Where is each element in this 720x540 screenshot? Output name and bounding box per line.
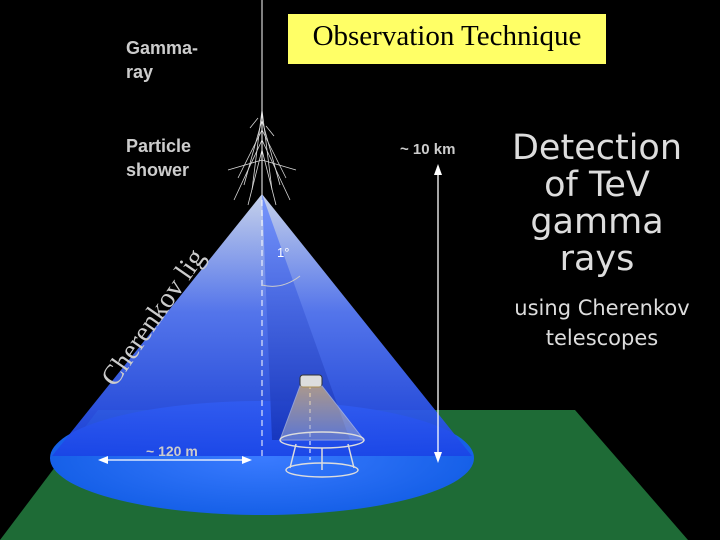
title-box	[288, 14, 606, 64]
radius-arrow-head-right	[242, 456, 252, 464]
slide-title: Observation Technique	[312, 20, 582, 52]
radius-arrow-head-left	[98, 456, 108, 464]
height-arrow-head-bottom	[434, 452, 442, 463]
headline-text: Detection of TeV gamma rays	[511, 128, 683, 279]
particle-shower	[227, 95, 297, 206]
gamma-ray-label: Gamma-ray	[126, 38, 199, 82]
radius-label: ~ 120 m	[146, 443, 198, 459]
height-label: ~ 10 km	[400, 141, 456, 158]
angle-label: 1°	[277, 245, 289, 260]
angle-arc	[261, 275, 301, 287]
telescope	[279, 374, 366, 478]
subline-text: using Cherenkov telescopes	[514, 296, 690, 350]
particle-shower-label: Particle shower	[126, 136, 192, 180]
telescope-beam	[262, 194, 350, 440]
height-arrow-head-top	[434, 164, 442, 175]
